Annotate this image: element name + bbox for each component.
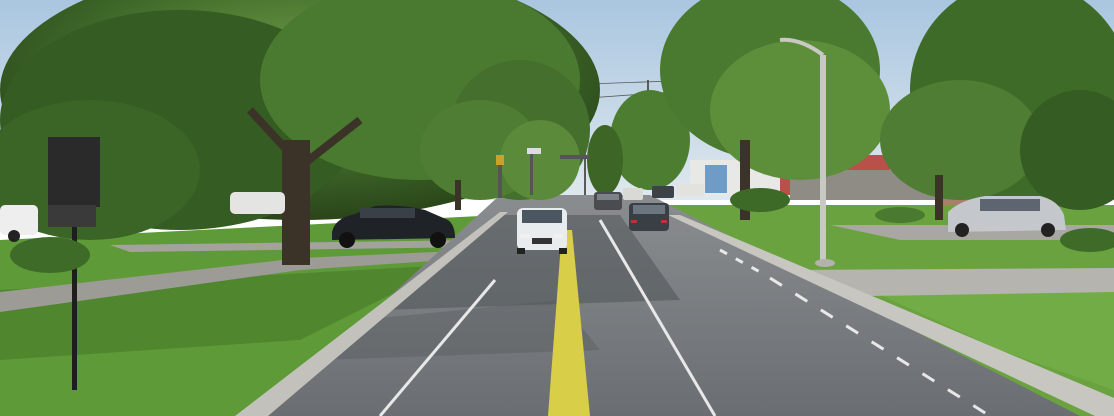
white-car-behind-tree (230, 192, 285, 214)
street-light (779, 37, 835, 267)
dark-sedan-parked (332, 205, 455, 248)
right-tree (880, 0, 1114, 220)
white-car-far-left (0, 205, 38, 242)
right-curb (668, 215, 1114, 416)
distant-cars (623, 184, 704, 200)
mid-left-trees (420, 100, 580, 210)
dark-pickup-distance (594, 192, 622, 210)
lane-markings (378, 219, 991, 416)
left-curb (235, 212, 508, 416)
road-shadow-2 (320, 300, 600, 360)
right-sidewalk (780, 268, 1114, 296)
white-suv-oncoming (517, 208, 567, 254)
dark-suv-ahead (629, 203, 669, 231)
center-trees (587, 90, 690, 195)
shrubs (10, 188, 1114, 273)
yellow-center-line (548, 230, 590, 416)
left-path (0, 250, 480, 312)
road-shadow (380, 215, 680, 310)
traffic-signals (496, 148, 590, 198)
right-lawn-lower (870, 290, 1114, 390)
silver-suv-right (948, 196, 1066, 237)
